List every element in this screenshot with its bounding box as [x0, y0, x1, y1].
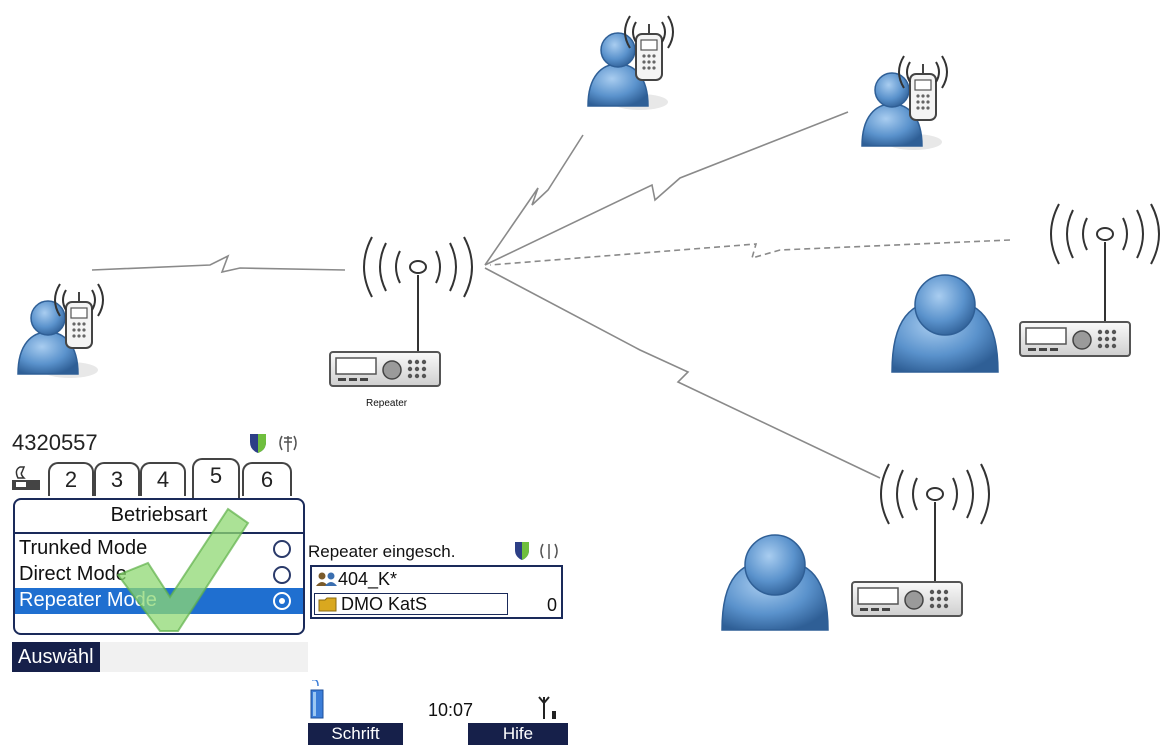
repeater-status-screen: Repeater eingesch. 404_K* DMO KatS 0 [308, 540, 568, 745]
softkey-bar: Schrift Hife [308, 723, 568, 745]
talkgroup-panel: 404_K* DMO KatS 0 [310, 565, 563, 619]
tab-6[interactable]: 6 [242, 462, 292, 496]
divider [15, 532, 303, 534]
radio-links [91, 111, 1011, 479]
radio-button[interactable] [273, 540, 291, 558]
option-label: Direct Mode [19, 563, 127, 585]
link-top-user [484, 134, 584, 266]
softkey-empty [403, 723, 468, 745]
tab-bar: 2 3 4 5 6 [10, 458, 310, 498]
radio-button[interactable] [273, 566, 291, 584]
radio-handset-icon [12, 466, 40, 490]
signal-strength-icon [538, 696, 556, 719]
clock: 10:07 [428, 700, 474, 720]
operating-mode-panel: Betriebsart Trunked Mode Direct Mode Rep… [13, 498, 305, 635]
radio-button[interactable] [273, 592, 291, 610]
softkey-select[interactable]: Auswähl [12, 642, 100, 672]
talkgroup-row[interactable]: 404_K* [316, 569, 397, 590]
tab-3[interactable]: 3 [94, 462, 140, 496]
option-label: Trunked Mode [19, 537, 148, 559]
repeater-label: Repeater [366, 398, 408, 409]
link-bottom-right-station [484, 267, 881, 479]
handheld-user-left [17, 283, 104, 379]
talkgroup-name: 404_K* [338, 569, 398, 589]
softkey-bar: Auswähl [12, 642, 308, 672]
panel-heading: Betriebsart [110, 504, 208, 526]
folder-count: 0 [546, 595, 557, 615]
tab-5[interactable]: 5 [192, 458, 240, 498]
tab-4[interactable]: 4 [140, 462, 186, 496]
option-label: Repeater Mode [19, 589, 157, 611]
shield-icon [250, 434, 266, 453]
status-title: Repeater eingesch. [308, 542, 456, 561]
tab-2[interactable]: 2 [48, 462, 94, 496]
status-icons [515, 542, 558, 560]
issi-number: 4320557 [12, 430, 98, 455]
group-icon [316, 572, 337, 586]
link-right-station [489, 239, 1011, 266]
repeater-station [329, 236, 473, 387]
antenna-icon [279, 435, 297, 452]
link-left-user [91, 254, 346, 274]
handheld-user-top-right [861, 55, 948, 151]
option-trunked-mode[interactable]: Trunked Mode [15, 536, 303, 562]
base-station-right [891, 203, 1160, 373]
shield-icon [515, 542, 529, 560]
softkey-help[interactable]: Hife [502, 724, 534, 743]
option-repeater-mode[interactable]: Repeater Mode [15, 588, 303, 614]
softkey-font[interactable]: Schrift [331, 724, 380, 743]
folder-name: DMO KatS [341, 594, 428, 614]
handheld-user-top [587, 15, 674, 111]
base-station-bottom [721, 463, 990, 631]
mode-select-screen: 4320557 2 3 4 5 6 Betriebsart Trunked Mo… [10, 430, 310, 675]
option-direct-mode[interactable]: Direct Mode [15, 562, 303, 588]
battery-icon [310, 680, 324, 719]
folder-row[interactable]: DMO KatS [314, 593, 508, 615]
status-icons [250, 434, 297, 453]
folder-icon [318, 597, 337, 612]
link-top-right-user [484, 111, 849, 266]
antenna-icon [540, 543, 558, 559]
